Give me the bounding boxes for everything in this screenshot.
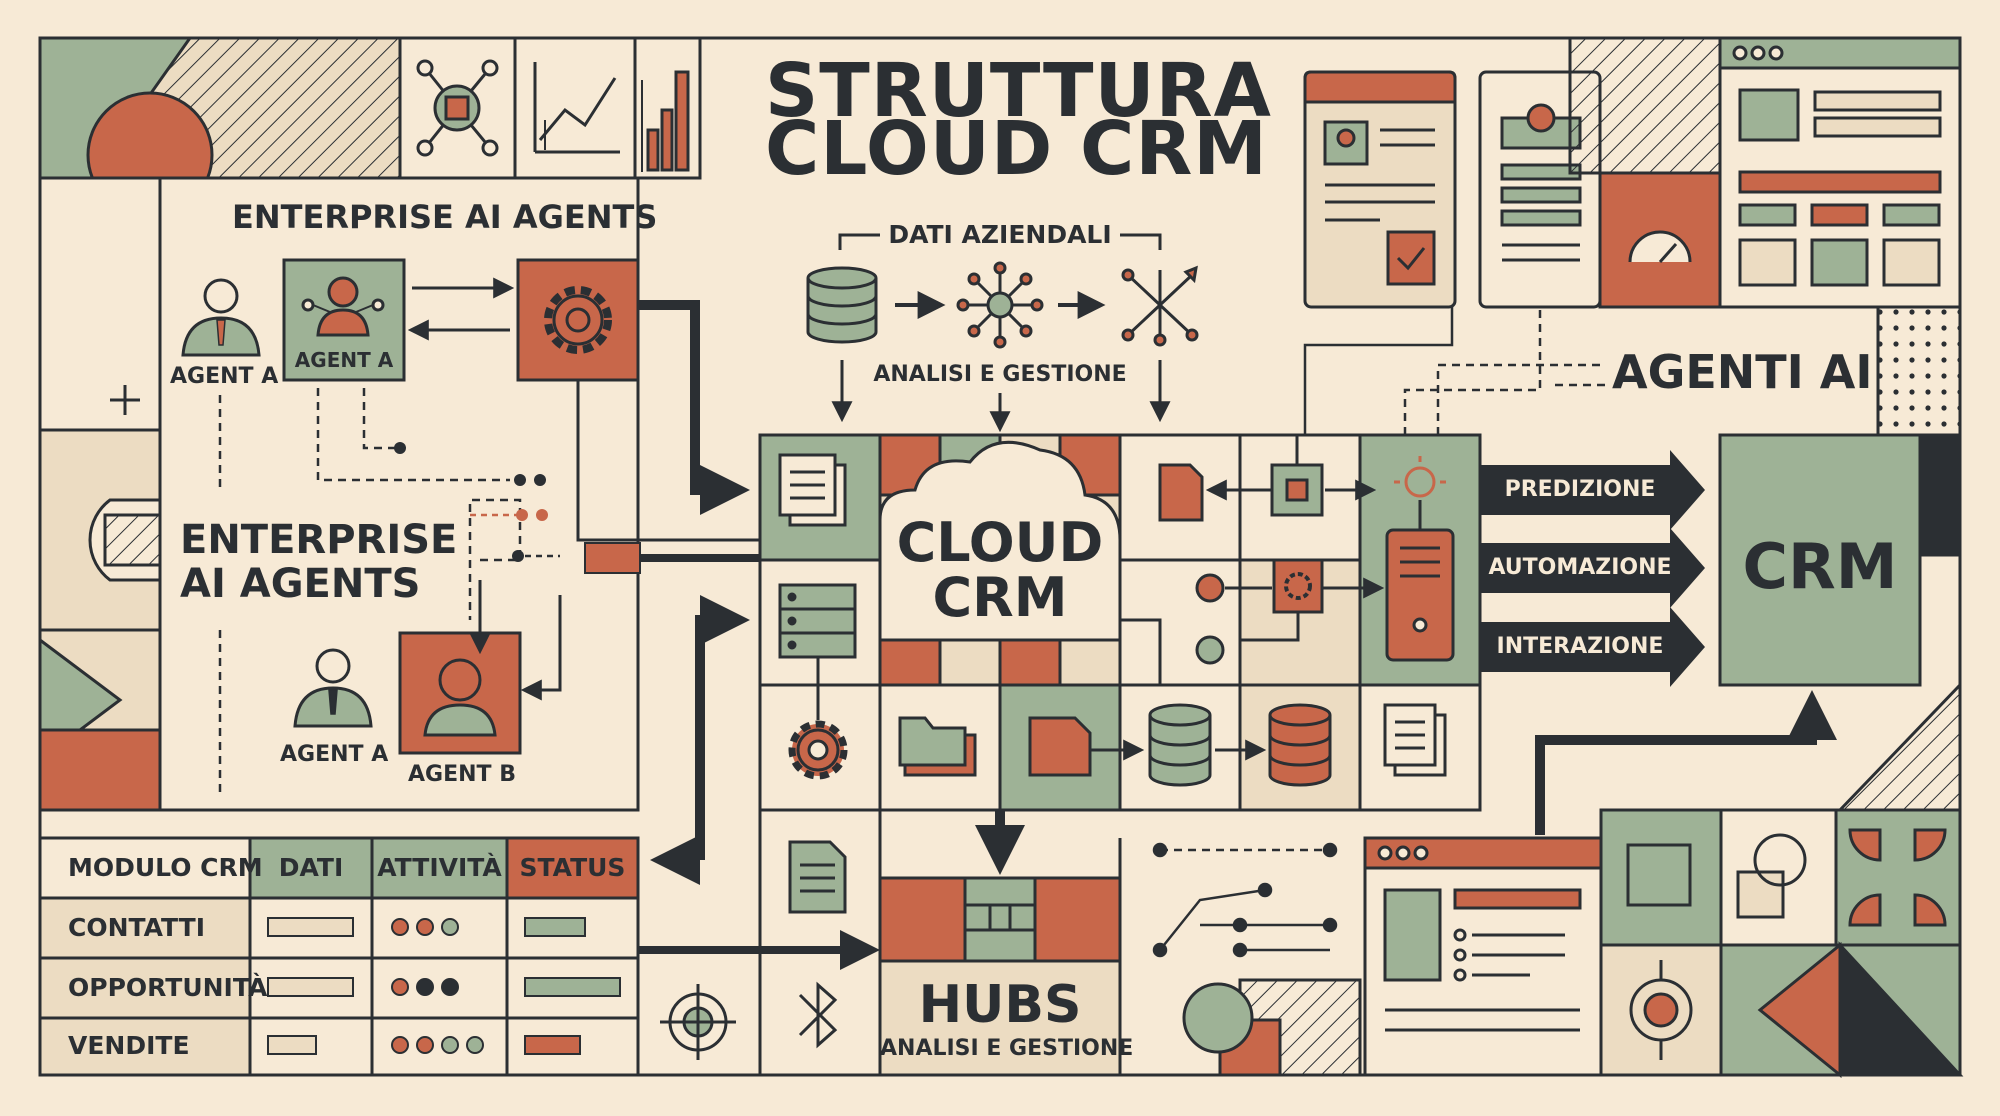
agents-panel-heading: ENTERPRISE AI AGENTS bbox=[232, 198, 658, 236]
card-links bbox=[1303, 307, 1605, 435]
crm-module-table bbox=[38, 836, 640, 1077]
gear-icon bbox=[1272, 558, 1324, 614]
target-icon bbox=[660, 984, 736, 1060]
agent-label: AGENT B bbox=[408, 762, 516, 787]
gear-icon bbox=[788, 720, 848, 780]
database-icon bbox=[1148, 703, 1212, 787]
outer-frame bbox=[38, 36, 1962, 1077]
agents-side-heading-1: ENTERPRISE bbox=[180, 517, 458, 563]
table-header: STATUS bbox=[519, 853, 626, 882]
profile-card bbox=[1303, 70, 1457, 309]
gear-icon bbox=[516, 258, 640, 382]
table-row-label: VENDITE bbox=[68, 1031, 190, 1060]
table-row-label: CONTATTI bbox=[68, 913, 206, 942]
database-icon bbox=[1268, 703, 1332, 787]
document-icon bbox=[1028, 716, 1092, 777]
hubs-subtitle: ANALISI E GESTIONE bbox=[880, 1036, 1134, 1061]
agent-group-icon bbox=[282, 258, 406, 382]
folder-icon bbox=[898, 716, 977, 777]
computer-tower-icon bbox=[1385, 500, 1455, 662]
table-header: DATI bbox=[278, 853, 344, 882]
pipeline-bottom-label: ANALISI E GESTIONE bbox=[873, 362, 1127, 387]
pipeline-top-label: DATI AZIENDALI bbox=[888, 220, 1112, 249]
agent-label: AGENT A bbox=[294, 348, 394, 372]
document-icon bbox=[1383, 703, 1447, 777]
table-row-label: OPPORTUNITÀ bbox=[68, 973, 268, 1002]
dashed-connectors bbox=[218, 388, 522, 795]
decor-top-right bbox=[1568, 36, 1962, 437]
title-line-2: CLOUD CRM bbox=[765, 106, 1268, 192]
crm-box bbox=[1718, 433, 1962, 687]
document-icon bbox=[778, 453, 847, 527]
table-header: MODULO CRM bbox=[68, 853, 263, 882]
bar-chart-icon bbox=[641, 70, 690, 172]
line-chart-icon bbox=[533, 62, 620, 154]
output-label-predizione: PREDIZIONE bbox=[1504, 477, 1656, 502]
agent-label: AGENT A bbox=[170, 364, 279, 389]
hubs-title: HUBS bbox=[918, 975, 1082, 1035]
lightbulb-icon bbox=[1394, 456, 1446, 498]
output-label-automazione: AUTOMAZIONE bbox=[1488, 555, 1672, 580]
user-icon bbox=[293, 648, 373, 728]
cloud-shape bbox=[878, 440, 1122, 642]
document-icon bbox=[788, 840, 847, 914]
network-lines bbox=[1152, 842, 1338, 958]
bluetooth-icon bbox=[798, 981, 838, 1049]
cloud-label-2: CRM bbox=[932, 566, 1068, 629]
table-header: ATTIVITÀ bbox=[377, 853, 502, 882]
database-icon bbox=[806, 266, 878, 344]
file-icon bbox=[1158, 463, 1204, 522]
decor-left-strip bbox=[38, 176, 162, 812]
node-icon bbox=[1270, 435, 1324, 517]
pipeline-brackets bbox=[838, 233, 1162, 250]
cloud-label-1: CLOUD bbox=[896, 511, 1104, 574]
share-icon bbox=[1121, 265, 1199, 347]
user-icon bbox=[181, 278, 261, 357]
crm-label: CRM bbox=[1742, 530, 1898, 603]
cube-network-icon bbox=[416, 59, 499, 157]
agent-label: AGENT A bbox=[280, 742, 389, 767]
output-label-interazione: INTERAZIONE bbox=[1496, 634, 1664, 659]
output-arrows bbox=[1480, 450, 1705, 687]
title-line-1: STRUTTURA bbox=[765, 48, 1272, 134]
network-icon bbox=[956, 261, 1044, 349]
agenti-ai-label: AGENTI AI bbox=[1612, 345, 1873, 399]
gear-to-cloud-arrow bbox=[638, 300, 750, 515]
agents-side-heading-2: AI AGENTS bbox=[180, 561, 421, 607]
decor-bottom-right bbox=[1182, 681, 1964, 1079]
agent-b-avatar bbox=[398, 631, 522, 755]
server-icon bbox=[778, 583, 857, 720]
